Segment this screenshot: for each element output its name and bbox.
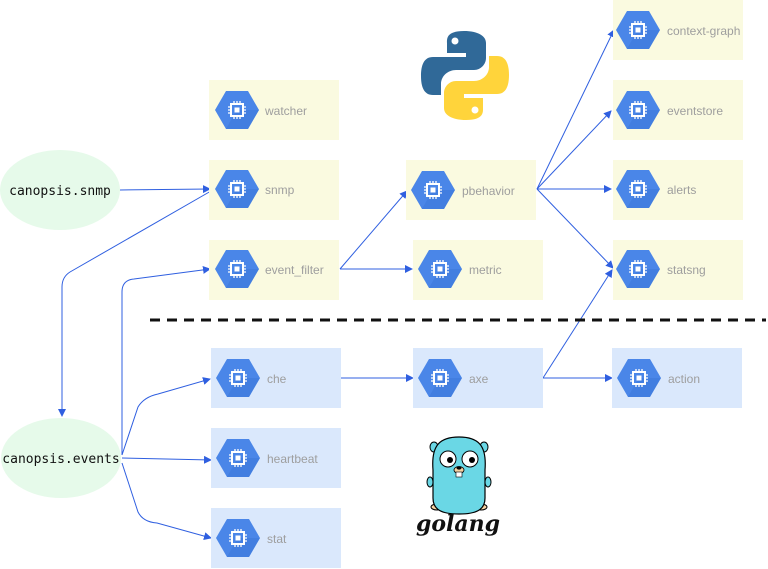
python-logo: [421, 31, 509, 120]
engine-label: context-graph: [667, 24, 740, 38]
edge-events-to-stat: [121, 462, 212, 540]
engine-che: che: [211, 348, 341, 408]
engine-metric: metric: [413, 240, 543, 300]
engine-axe: axe: [413, 348, 543, 408]
queue-canopsis-events: canopsis.events: [1, 418, 121, 498]
engine-label: watcher: [264, 104, 307, 118]
edge-event-filter-to-pbehavior: [339, 190, 408, 270]
engine-label: che: [267, 372, 287, 386]
edge-events-to-heartbeat: [121, 455, 212, 464]
edge-pbehavior-to-eventstore: [536, 110, 612, 190]
engine-eventstore: eventstore: [613, 80, 743, 140]
edge-axe-to-statsng: [542, 269, 613, 379]
engine-label: pbehavior: [462, 184, 515, 198]
engine-label: snmp: [265, 183, 295, 197]
edge-snmp-to-events-queue: [58, 190, 212, 417]
edge-events-to-event-filter: [121, 265, 211, 455]
edge-pbehavior-to-context-graph: [536, 29, 615, 190]
queue-label: canopsis.events: [2, 452, 119, 467]
edge-pbehavior-to-statsng: [536, 188, 614, 269]
edge-snmp-queue-to-snmp: [119, 185, 211, 194]
golang-wordmark: golang: [416, 511, 500, 537]
engine-event-filter: event_filter: [209, 240, 339, 300]
engine-label: metric: [469, 263, 502, 277]
engine-label: stat: [267, 532, 287, 546]
engine-snmp: snmp: [209, 160, 339, 220]
engine-label: heartbeat: [267, 452, 318, 466]
engine-label: event_filter: [265, 263, 324, 277]
engine-label: action: [668, 372, 700, 386]
engine-heartbeat: heartbeat: [211, 428, 341, 488]
engine-context-graph: context-graph: [613, 0, 743, 60]
engine-alerts: alerts: [613, 160, 743, 220]
engine-stat: stat: [211, 508, 341, 568]
edge-events-to-che: [121, 377, 211, 456]
engine-statsng: statsng: [613, 240, 743, 300]
queue-label: canopsis.snmp: [9, 184, 111, 199]
engine-label: axe: [469, 372, 489, 386]
engine-label: statsng: [667, 263, 706, 277]
engine-action: action: [612, 348, 742, 408]
engine-label: alerts: [667, 183, 696, 197]
edges: [58, 29, 615, 540]
engine-watcher: watcher: [209, 80, 339, 140]
engine-pbehavior: pbehavior: [406, 160, 536, 220]
golang-gopher-logo: golang: [416, 436, 500, 537]
queue-canopsis-snmp: canopsis.snmp: [0, 150, 120, 230]
engine-label: eventstore: [667, 104, 723, 118]
